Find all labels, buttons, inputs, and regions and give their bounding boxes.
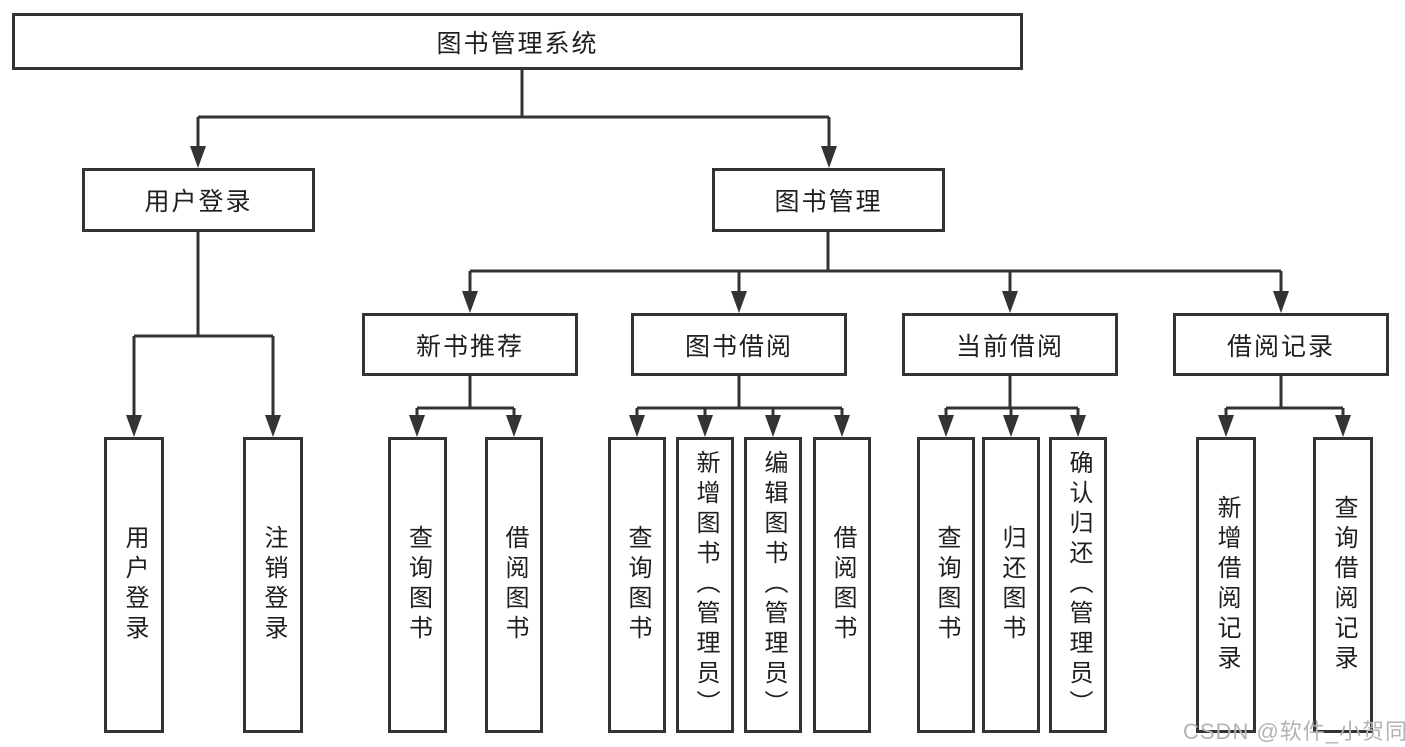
node-label: 新书推荐 xyxy=(415,332,524,361)
node-label: 图书借阅 xyxy=(684,332,793,361)
leaf-cb-return-book: 归还图书 xyxy=(982,437,1040,733)
leaf-bb-edit-book-admin: 编辑图书（管理员） xyxy=(744,437,802,733)
leaf-br-query-record: 查询借阅记录 xyxy=(1313,437,1373,733)
connectors-root-to-level2 xyxy=(190,70,837,168)
csdn-watermark: CSDN @软件_小贺同学 xyxy=(1183,719,1405,744)
node-label: 借阅图书 xyxy=(829,525,856,645)
node-label: 编辑图书（管理员） xyxy=(760,450,787,720)
node-label: 用户登录 xyxy=(144,188,253,216)
node-book-borrow: 图书借阅 xyxy=(631,313,847,376)
connectors-book-mgmt-children xyxy=(462,232,1289,313)
node-label: 借阅图书 xyxy=(501,525,528,645)
node-label: 注销登录 xyxy=(260,525,287,645)
node-label: 查询图书 xyxy=(933,525,960,645)
leaf-nbr-borrow-book: 借阅图书 xyxy=(485,437,543,733)
node-label: 归还图书 xyxy=(998,525,1025,645)
connectors-new-book-rec-children xyxy=(409,376,522,437)
connectors-current-borrow-children xyxy=(938,376,1086,437)
leaf-bb-borrow-book: 借阅图书 xyxy=(813,437,871,733)
node-book-management: 图书管理 xyxy=(712,168,945,232)
leaf-br-add-record: 新增借阅记录 xyxy=(1196,437,1256,733)
node-label: 查询借阅记录 xyxy=(1330,495,1357,675)
node-new-book-recommend: 新书推荐 xyxy=(362,313,578,376)
connectors-user-login-children xyxy=(126,232,281,437)
node-label: 图书管理 xyxy=(774,188,883,216)
connectors-borrow-records-children xyxy=(1218,376,1351,437)
node-current-borrow: 当前借阅 xyxy=(902,313,1118,376)
node-label: 查询图书 xyxy=(404,525,432,645)
node-borrow-records: 借阅记录 xyxy=(1173,313,1389,376)
leaf-bb-query-book: 查询图书 xyxy=(608,437,666,733)
leaf-logout: 注销登录 xyxy=(243,437,303,733)
node-label: 查询图书 xyxy=(624,525,651,645)
node-label: 借阅记录 xyxy=(1226,332,1335,361)
node-label: 当前借阅 xyxy=(955,332,1064,361)
node-user-login: 用户登录 xyxy=(82,168,315,232)
leaf-nbr-query-book: 查询图书 xyxy=(388,437,447,733)
node-label: 确认归还（管理员） xyxy=(1065,450,1092,720)
node-label: 图书管理系统 xyxy=(436,29,599,58)
leaf-bb-add-book-admin: 新增图书（管理员） xyxy=(676,437,734,733)
leaf-cb-query-book: 查询图书 xyxy=(917,437,975,733)
node-label: 新增借阅记录 xyxy=(1213,495,1240,675)
leaf-cb-confirm-return-admin: 确认归还（管理员） xyxy=(1049,437,1107,733)
node-root-system: 图书管理系统 xyxy=(12,13,1023,70)
node-label: 用户登录 xyxy=(121,525,148,645)
node-label: 新增图书（管理员） xyxy=(692,450,719,720)
connectors-book-borrow-children xyxy=(629,376,850,437)
leaf-user-login: 用户登录 xyxy=(104,437,164,733)
